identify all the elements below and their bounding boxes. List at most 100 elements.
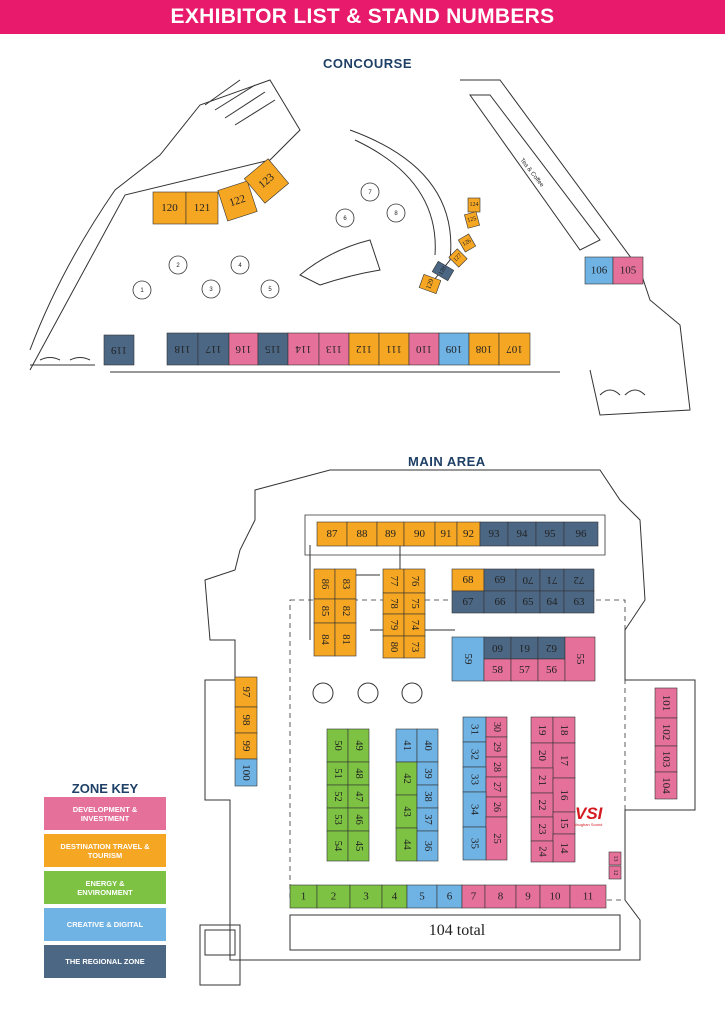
stand: 70 xyxy=(515,568,541,592)
stand: 68 xyxy=(451,568,485,592)
stand-number: 63 xyxy=(574,596,586,608)
stand-number: 128 xyxy=(438,266,448,277)
stand: 7 xyxy=(461,884,486,909)
stand: 27 xyxy=(485,776,508,798)
stand: 11 xyxy=(569,884,607,909)
stand-box xyxy=(234,758,258,787)
stand: 98 xyxy=(234,706,258,734)
stand-number: 18 xyxy=(558,725,570,737)
stand: 75 xyxy=(403,592,426,615)
stand-box xyxy=(103,334,135,366)
stand: 94 xyxy=(507,521,537,547)
stand-number: 86 xyxy=(319,579,330,590)
stand-number: 104 xyxy=(660,777,672,794)
stand-number: 112 xyxy=(356,343,372,355)
stand: 57 xyxy=(510,658,539,682)
sponsor-logo-subtext: Vaughan Sound xyxy=(574,822,603,827)
stand-box xyxy=(507,521,537,547)
stand: 30 xyxy=(485,716,508,738)
stand-number: 14 xyxy=(558,843,570,855)
stand-number: 30 xyxy=(491,722,502,732)
stand: 26 xyxy=(485,796,508,818)
stand: 82 xyxy=(334,598,357,624)
stand-number: 116 xyxy=(235,343,252,355)
stand: 83 xyxy=(334,568,357,600)
stand-number: 122 xyxy=(228,193,247,210)
stand-number: 48 xyxy=(353,768,364,779)
table-number: 3 xyxy=(209,287,213,293)
stand-number: 59 xyxy=(462,654,474,666)
stand: 32 xyxy=(462,741,487,768)
stand: 56 xyxy=(537,658,566,682)
stand: 39 xyxy=(416,761,439,786)
stand: 43 xyxy=(395,794,418,829)
stand-number: 23 xyxy=(536,824,548,836)
stand-number: 16 xyxy=(558,790,570,802)
stand-number: 25 xyxy=(491,833,502,844)
stand-number: 126 xyxy=(462,238,473,248)
stand-number: 27 xyxy=(491,782,502,792)
stand-number: 60 xyxy=(492,642,504,654)
table-number: 1 xyxy=(140,288,144,294)
stand-box xyxy=(451,636,485,682)
stand: 19 xyxy=(530,716,554,744)
stand-number: 41 xyxy=(401,740,412,751)
stand: 103 xyxy=(654,745,678,773)
stand-number: 13 xyxy=(612,856,618,862)
stand: 85 xyxy=(313,598,336,624)
zone-key-item: DESTINATION TRAVEL & TOURISM xyxy=(44,834,166,867)
stand-box xyxy=(612,256,644,285)
stand-box xyxy=(217,180,258,222)
stand-number: 72 xyxy=(574,574,585,586)
stand: 105 xyxy=(612,256,644,285)
stand: 102 xyxy=(654,717,678,747)
stand-number: 53 xyxy=(332,814,343,825)
stand-number: 54 xyxy=(332,841,343,852)
table-number: 8 xyxy=(394,211,398,217)
stand: 96 xyxy=(563,521,599,547)
stand: 12 xyxy=(608,865,622,880)
stand: 8 xyxy=(484,884,517,909)
stand: 100 xyxy=(234,758,258,787)
stand-box xyxy=(448,248,468,268)
stand-number: 110 xyxy=(415,343,432,355)
stand: 128 xyxy=(431,260,455,282)
stand: 120 xyxy=(152,191,187,225)
stand-number: 62 xyxy=(546,642,557,654)
stand-number: 3 xyxy=(363,891,369,903)
stand: 80 xyxy=(382,635,405,659)
stand: 55 xyxy=(564,636,596,682)
table-number: 6 xyxy=(343,216,347,222)
stand-number: 8 xyxy=(498,891,504,903)
stand: 18 xyxy=(552,716,576,744)
stand-number: 65 xyxy=(523,596,535,608)
stand: 46 xyxy=(347,807,370,832)
stand-number: 12 xyxy=(612,870,618,876)
stand: 25 xyxy=(485,816,508,861)
stand-number: 74 xyxy=(409,620,420,631)
stand-number: 49 xyxy=(353,740,364,751)
stand-number: 34 xyxy=(469,804,481,816)
stand: 62 xyxy=(537,636,566,660)
stand-number: 103 xyxy=(660,751,672,768)
stand: 35 xyxy=(462,826,487,861)
stand: 91 xyxy=(434,521,458,547)
stand-number: 47 xyxy=(353,791,364,802)
stand-number: 95 xyxy=(545,528,557,540)
stand-box xyxy=(457,233,477,253)
zone-key-item: THE REGIONAL ZONE xyxy=(44,945,166,978)
stand-number: 107 xyxy=(506,343,523,355)
stand: 45 xyxy=(347,830,370,862)
hall-pillars xyxy=(312,682,423,704)
stand-box xyxy=(431,260,455,282)
stand-number: 119 xyxy=(110,344,127,356)
cafe-tables xyxy=(132,182,406,300)
stand: 113 xyxy=(318,332,350,366)
stand-number: 73 xyxy=(409,642,420,653)
stand: 13 xyxy=(608,851,622,866)
stand-box xyxy=(316,521,348,547)
stand: 73 xyxy=(403,635,426,659)
stand-box xyxy=(243,158,290,204)
